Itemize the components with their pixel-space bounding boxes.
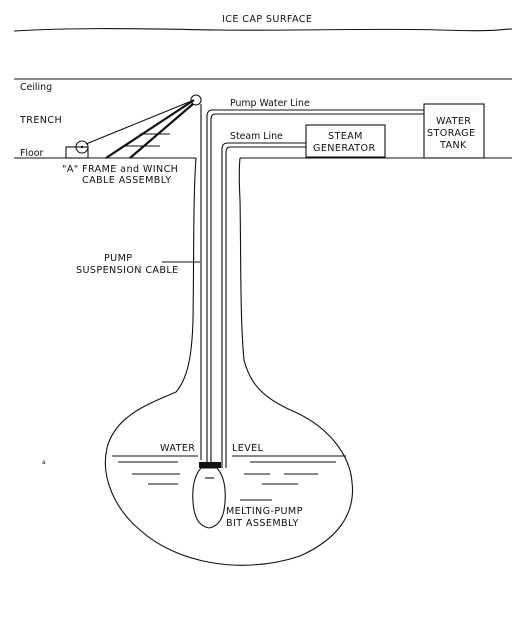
- steam-generator-label-line2: GENERATOR: [313, 143, 376, 154]
- a-frame: [85, 94, 202, 159]
- ceiling-label: Ceiling: [20, 82, 52, 93]
- trench-label: TRENCH: [19, 115, 62, 126]
- ice-cap-surface-line: [13, 28, 513, 32]
- bit-label-line1: MELTING-PUMP: [226, 506, 303, 517]
- floor-label: Floor: [20, 148, 43, 159]
- water-tank-label-line3: TANK: [439, 140, 467, 151]
- steam-generator-box: [305, 124, 386, 158]
- water-ripples: [132, 473, 318, 501]
- a-frame-label-line2: CABLE ASSEMBLY: [82, 175, 172, 186]
- pump-cable-label-line2: SUSPENSION CABLE: [76, 265, 179, 276]
- melting-pump-bit: [192, 462, 226, 529]
- water-tank-label-line2: STORAGE: [427, 128, 475, 139]
- water-label: WATER: [160, 443, 195, 454]
- steam-line: [221, 142, 306, 468]
- level-label: LEVEL: [232, 443, 264, 454]
- pump-cable-label-line1: PUMP: [104, 253, 132, 264]
- bit-label-line2: BIT ASSEMBLY: [226, 518, 299, 529]
- winch: [65, 140, 89, 159]
- a-frame-label-line1: "A" FRAME and WINCH: [62, 164, 178, 175]
- pump-water-line: [206, 109, 424, 468]
- water-storage-tank-box: [423, 103, 485, 159]
- steam-line-label: Steam Line: [230, 131, 283, 142]
- a-frame-pulley: [190, 94, 202, 106]
- stray-mark: a: [42, 459, 46, 466]
- water-surface: [112, 455, 346, 463]
- pump-water-line-label: Pump Water Line: [230, 98, 310, 109]
- ice-cap-surface-label: ICE CAP SURFACE: [222, 14, 312, 25]
- borehole-cavity-outline: [104, 157, 354, 566]
- water-tank-label-line1: WATER: [436, 116, 471, 127]
- steam-generator-label-line1: STEAM: [328, 131, 363, 142]
